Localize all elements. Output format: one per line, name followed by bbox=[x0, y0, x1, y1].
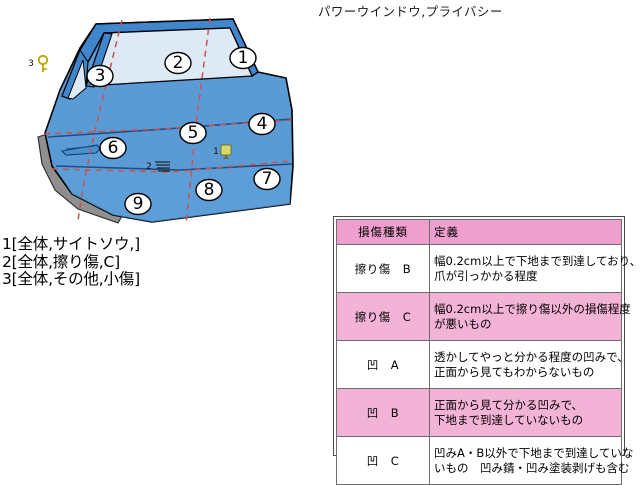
definition-line: 下地まで到達していないもの bbox=[434, 412, 584, 427]
damage-type-label: 擦り傷 C bbox=[354, 309, 412, 324]
cell-damage-type: 擦り傷 B bbox=[336, 244, 430, 293]
definition-line: 爪が引っかかる程度 bbox=[434, 268, 538, 283]
svg-text:1: 1 bbox=[213, 147, 219, 157]
cell-definition: 幅0.2cm以上で擦り傷以外の損傷程度 が悪いもの bbox=[429, 292, 631, 341]
page-title: パワーウインドウ,プライバシー bbox=[318, 4, 503, 19]
svg-text:3: 3 bbox=[95, 66, 106, 86]
definition-line: 正面から見て分かる凹みで、 bbox=[434, 398, 584, 412]
callout-3: 3 bbox=[86, 64, 114, 88]
damage-marker-3: 3 bbox=[28, 54, 49, 72]
svg-text:2: 2 bbox=[173, 53, 184, 73]
callout-7: 7 bbox=[253, 167, 281, 191]
table-header-row: 損傷種類 定義 bbox=[336, 219, 622, 245]
definition-line: 正面から見てもわからないもの bbox=[434, 364, 595, 379]
svg-text:5: 5 bbox=[188, 123, 199, 143]
table-row: 凹 C 凹みA・B以外で下地まで到達していな いもの 凹み錆・凹み塗装剥げも含む bbox=[336, 436, 634, 485]
cell-damage-type: 擦り傷 C bbox=[336, 292, 430, 341]
callout-1: 1 bbox=[229, 46, 257, 70]
svg-text:9: 9 bbox=[133, 194, 144, 214]
cell-definition: 透かしてやっと分かる程度の凹みで、 正面から見てもわからないもの bbox=[429, 340, 629, 389]
table-row: 擦り傷 C 幅0.2cm以上で擦り傷以外の損傷程度 が悪いもの bbox=[336, 292, 631, 341]
table-row: 凹 A 透かしてやっと分かる程度の凹みで、 正面から見てもわからないもの bbox=[336, 340, 629, 389]
svg-text:8: 8 bbox=[204, 180, 215, 200]
callout-circles: 1 2 3 4 5 6 7 bbox=[86, 46, 281, 216]
cell-definition: 幅0.2cm以上で下地まで到達しており、 爪が引っかかる程度 bbox=[429, 244, 640, 293]
legend-item-2: 2[全体,擦り傷,C] bbox=[2, 252, 120, 271]
damage-marker-1: 1 bbox=[213, 144, 232, 159]
damage-type-label: 凹 B bbox=[366, 405, 400, 420]
damage-type-label: 擦り傷 B bbox=[354, 261, 412, 276]
definition-line: 幅0.2cm以上で下地まで到達しており、 bbox=[434, 254, 640, 268]
definition-line: 凹みA・B以外で下地まで到達していな bbox=[434, 446, 634, 460]
vent-glass-inner bbox=[67, 59, 87, 100]
legend-item-3: 3[全体,その他,小傷] bbox=[2, 270, 140, 288]
body-lower-crease bbox=[55, 163, 293, 171]
cell-definition: 正面から見て分かる凹みで、 下地まで到達していないもの bbox=[429, 388, 622, 437]
damage-type-label: 凹 A bbox=[366, 357, 400, 372]
svg-text:2: 2 bbox=[146, 162, 152, 172]
definition-line: 透かしてやっと分かる程度の凹みで、 bbox=[434, 350, 629, 364]
callout-9: 9 bbox=[124, 192, 152, 216]
damage-type-label: 凹 C bbox=[366, 453, 400, 468]
legend-item-1: 1[全体,サイトソウ,] bbox=[2, 235, 140, 253]
definition-line: が悪いもの bbox=[434, 316, 492, 331]
svg-text:6: 6 bbox=[108, 138, 119, 158]
column-header-definition: 定義 bbox=[429, 219, 622, 245]
definition-line: いもの 凹み錆・凹み塗装剥げも含む bbox=[434, 460, 630, 475]
column-header-damage-type: 損傷種類 bbox=[336, 219, 430, 245]
damage-legend: 1[全体,サイトソウ,] 2[全体,擦り傷,C] 3[全体,その他,小傷] bbox=[2, 235, 140, 289]
cell-damage-type: 凹 A bbox=[336, 340, 430, 389]
callout-8: 8 bbox=[195, 178, 223, 202]
svg-text:3: 3 bbox=[28, 59, 34, 69]
cell-damage-type: 凹 C bbox=[336, 436, 430, 485]
svg-text:1: 1 bbox=[238, 48, 249, 68]
definition-line: 幅0.2cm以上で擦り傷以外の損傷程度 bbox=[434, 302, 631, 316]
damage-marker-2: 2 bbox=[146, 161, 170, 172]
svg-text:7: 7 bbox=[262, 169, 273, 189]
svg-text:4: 4 bbox=[257, 114, 268, 134]
callout-6: 6 bbox=[99, 136, 127, 160]
damage-grid-lines bbox=[43, 17, 293, 225]
lower-panel-shape bbox=[56, 165, 291, 222]
damage-definition-table: 損傷種類 定義 擦り傷 B 幅0.2cm以上で下地まで到達しており、 爪が引っか… bbox=[333, 216, 640, 485]
table-row: 凹 B 正面から見て分かる凹みで、 下地まで到達していないもの bbox=[336, 388, 622, 437]
car-door-damage-diagram: 1 2 3 4 5 6 7 bbox=[0, 6, 320, 236]
door-handle-highlight bbox=[65, 145, 96, 150]
cell-damage-type: 凹 B bbox=[336, 388, 430, 437]
table-row: 擦り傷 B 幅0.2cm以上で下地まで到達しており、 爪が引っかかる程度 bbox=[336, 244, 640, 293]
cell-definition: 凹みA・B以外で下地まで到達していな いもの 凹み錆・凹み塗装剥げも含む bbox=[429, 436, 634, 485]
callout-5: 5 bbox=[179, 121, 207, 145]
callout-2: 2 bbox=[164, 51, 192, 75]
callout-4: 4 bbox=[248, 112, 276, 136]
